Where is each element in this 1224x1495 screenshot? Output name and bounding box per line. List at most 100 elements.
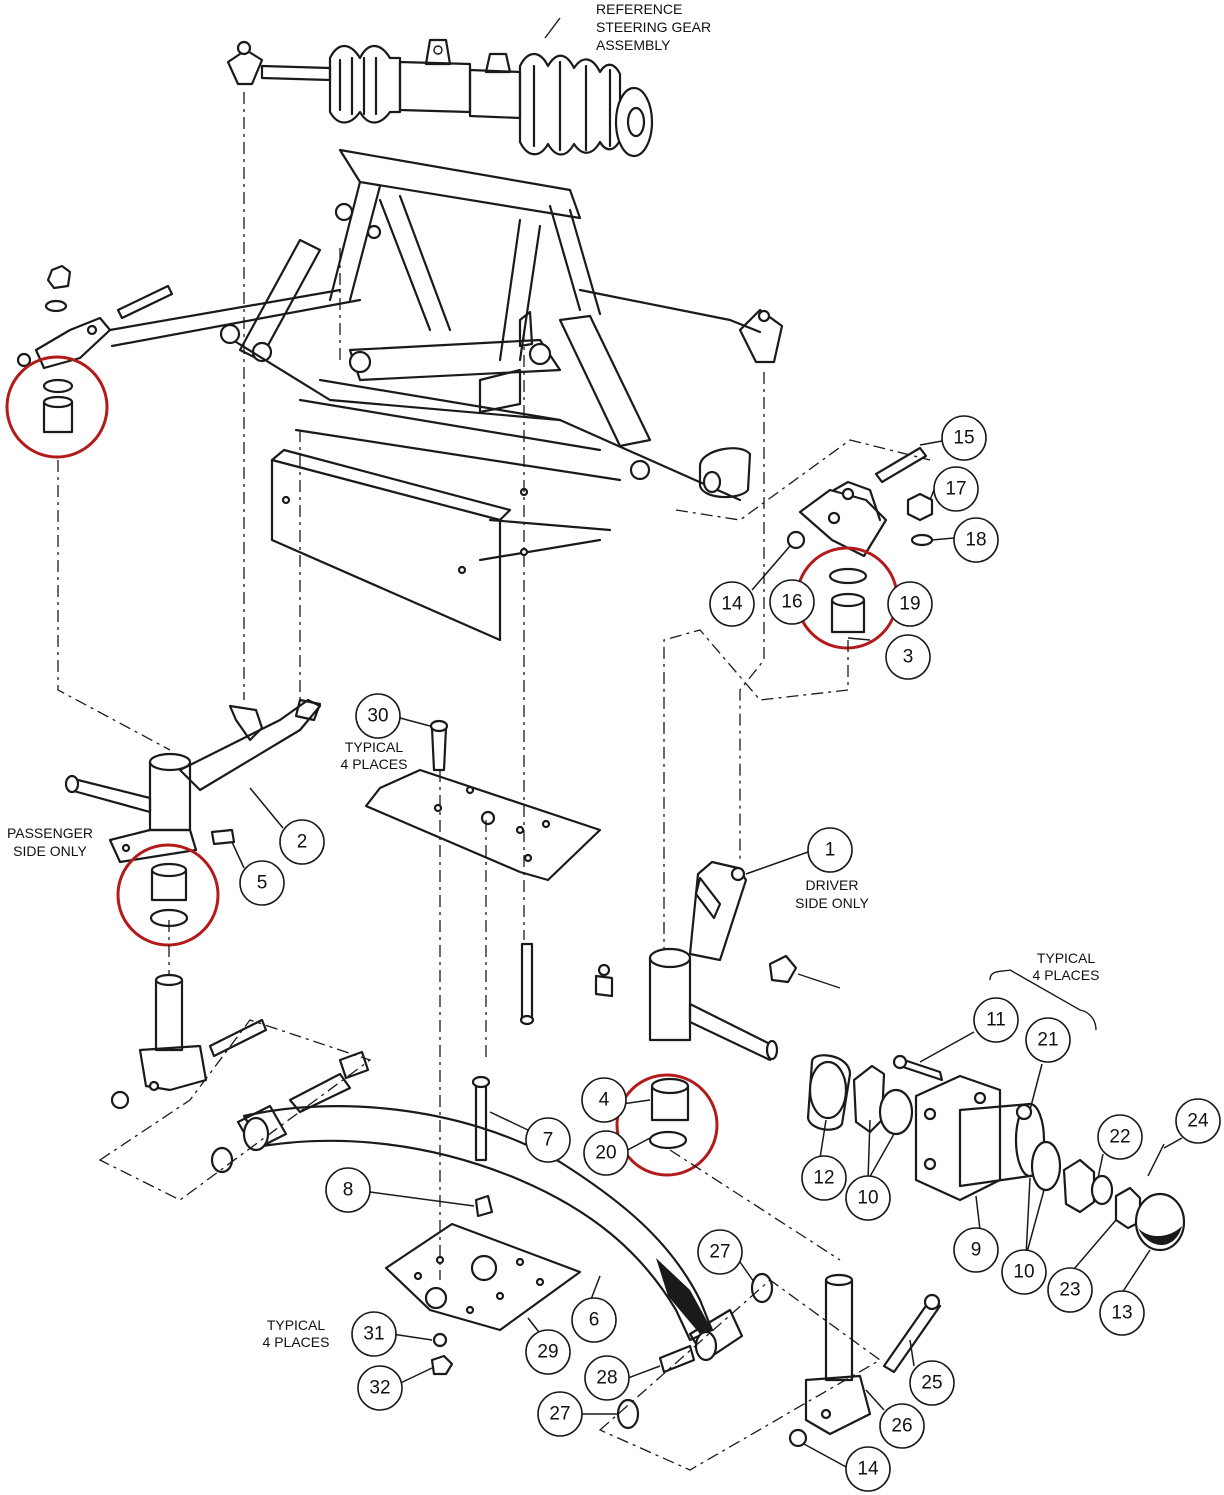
callout-number: 19: [899, 594, 920, 615]
callout-number: 10: [857, 1188, 878, 1209]
right-upper-bracket: [786, 446, 934, 634]
callout-number: 14: [721, 594, 743, 615]
callout-number: 22: [1109, 1127, 1130, 1148]
note-line: DRIVER: [806, 877, 859, 893]
callout-number: 32: [369, 1378, 390, 1399]
callout: 5: [239, 860, 285, 906]
callout: 26: [879, 1403, 925, 1449]
callout: 31: [351, 1311, 397, 1357]
callout: 12: [801, 1155, 847, 1201]
upper-frame-assembly: [108, 148, 784, 502]
left-upper-bracket: [16, 264, 174, 434]
callout-number: 18: [965, 530, 986, 551]
callout: 6: [571, 1297, 617, 1343]
callout: 18: [953, 517, 999, 563]
callout: 22: [1097, 1114, 1143, 1160]
callout: 32: [357, 1365, 403, 1411]
callout-number: 6: [589, 1310, 600, 1331]
note-line: PASSENGER: [7, 825, 93, 841]
callout: 27: [697, 1229, 743, 1275]
left-steering-arm: [64, 698, 322, 1110]
callout: 2: [279, 819, 325, 865]
callout: 14: [709, 581, 755, 627]
highlight-circle: [116, 843, 220, 947]
lower-plate: [384, 1222, 582, 1376]
note-line: TYPICAL: [267, 1317, 326, 1333]
note-passenger-side-only: PASSENGER SIDE ONLY: [7, 825, 93, 859]
callout: 23: [1047, 1267, 1093, 1313]
callout-number: 1: [825, 840, 836, 861]
callout-number: 8: [343, 1180, 354, 1201]
note-line: SIDE ONLY: [13, 843, 87, 859]
callout: 15: [941, 415, 987, 461]
callout-number: 17: [945, 479, 966, 500]
callout: 13: [1099, 1290, 1145, 1336]
highlight-circle: [615, 1073, 719, 1177]
callout: 11: [973, 997, 1019, 1043]
center-plate-upper: [364, 719, 602, 1026]
callout: 1: [807, 827, 853, 873]
callout-number: 11: [986, 1010, 1006, 1031]
note-line: STEERING GEAR: [596, 19, 711, 35]
callout: 19: [887, 581, 933, 627]
callout: 10: [1001, 1249, 1047, 1295]
callout-number: 31: [363, 1324, 384, 1345]
note-line: REFERENCE: [596, 1, 682, 17]
callout-number: 13: [1111, 1303, 1132, 1324]
callout-number: 10: [1013, 1262, 1034, 1283]
steering-gear-assembly: [226, 17, 654, 158]
callout: 25: [909, 1360, 955, 1406]
callout: 20: [583, 1130, 629, 1176]
callout: 24: [1175, 1098, 1221, 1144]
callout-number: 3: [903, 647, 914, 668]
note-line: 4 PLACES: [1033, 967, 1100, 983]
note-line: ASSEMBLY: [596, 37, 671, 53]
callout-number: 4: [599, 1090, 610, 1111]
callout-number: 5: [257, 873, 268, 894]
callout-number: 27: [549, 1404, 570, 1425]
callout: 8: [325, 1167, 371, 1213]
callout-number: 23: [1059, 1280, 1080, 1301]
note-typical-4-places-a: TYPICAL 4 PLACES: [341, 739, 408, 772]
callout-number: 20: [595, 1143, 616, 1164]
callout: 27: [537, 1391, 583, 1437]
callout-number: 16: [781, 592, 802, 613]
callout-number: 25: [921, 1373, 942, 1394]
callout-number: 21: [1037, 1030, 1058, 1051]
callout: 29: [525, 1329, 571, 1375]
callout: 16: [769, 579, 815, 625]
frame-channel: [270, 378, 622, 642]
callout: 10: [845, 1175, 891, 1221]
leaf-spring: [210, 1050, 774, 1430]
note-driver-side-only: DRIVER SIDE ONLY: [795, 877, 869, 911]
callout-number: 29: [537, 1342, 558, 1363]
callout-number: 9: [971, 1240, 982, 1261]
center-lines: [57, 92, 931, 1471]
callout-number: 2: [297, 832, 308, 853]
note-line: 4 PLACES: [263, 1334, 330, 1350]
callout-number: 28: [596, 1368, 617, 1389]
callout: 17: [933, 466, 979, 512]
callout: 9: [953, 1227, 999, 1273]
callout-number: 15: [953, 428, 974, 449]
callout-number: 30: [367, 706, 388, 727]
callout-number: 7: [543, 1130, 554, 1151]
note-typical-4-places-b: TYPICAL 4 PLACES: [1033, 950, 1100, 983]
highlight-circle: [5, 355, 109, 459]
callout-number: 12: [813, 1168, 834, 1189]
callout-number: 27: [709, 1242, 730, 1263]
callout: 14: [845, 1446, 891, 1492]
note-line: 4 PLACES: [341, 756, 408, 772]
note-line: TYPICAL: [1037, 950, 1096, 966]
note-line: SIDE ONLY: [795, 895, 869, 911]
note-reference-steering: REFERENCE STEERING GEAR ASSEMBLY: [596, 1, 711, 53]
callout: 7: [525, 1117, 571, 1163]
callout: 3: [885, 634, 931, 680]
callout: 28: [584, 1355, 630, 1401]
note-typical-4-places-c: TYPICAL 4 PLACES: [263, 1317, 330, 1350]
callout: 21: [1025, 1017, 1071, 1063]
callout: 30: [355, 693, 401, 739]
callout-number: 14: [857, 1459, 879, 1480]
callout-number: 26: [891, 1416, 912, 1437]
